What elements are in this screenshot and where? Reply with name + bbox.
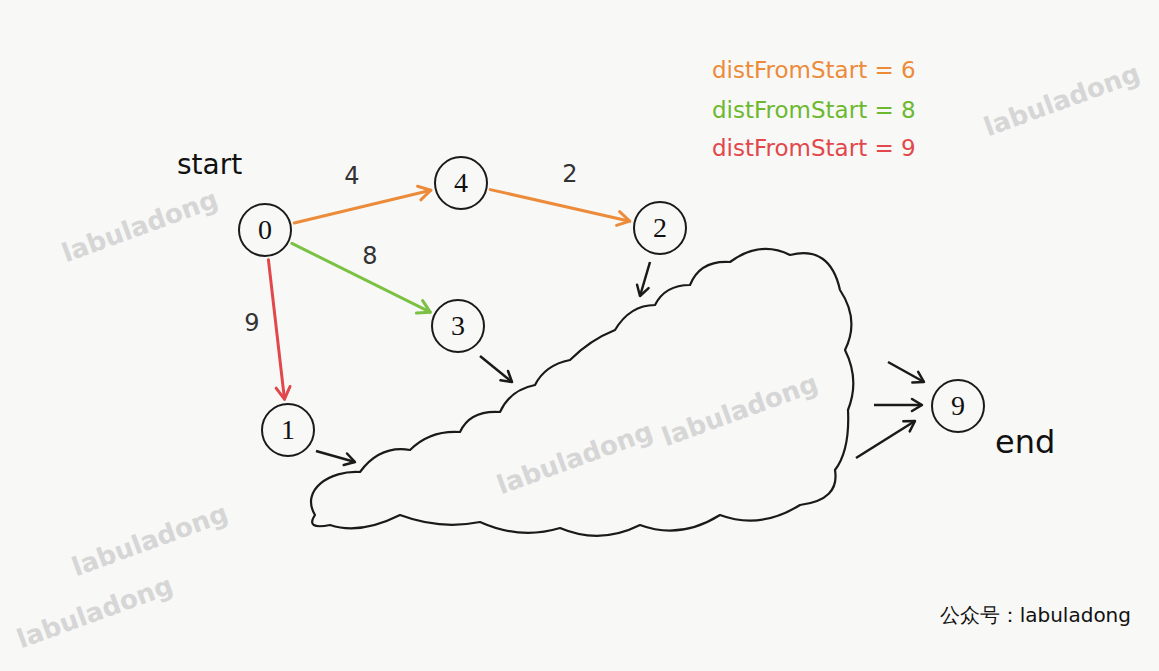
node-circle: 1 (261, 403, 315, 457)
arrow-from-cloud (888, 362, 924, 382)
node-heading: end (995, 425, 1055, 460)
arrow-into-cloud (480, 356, 512, 382)
node-number: 1 (281, 416, 295, 444)
weighted-edge (292, 243, 430, 312)
node-circle: 3 (431, 299, 485, 353)
node-number: 9 (951, 392, 965, 420)
watermark: labuladong (68, 499, 232, 582)
node-number: 4 (454, 169, 468, 197)
node-circle: start0 (238, 203, 292, 257)
watermark: labuladong (658, 369, 822, 452)
watermark: labuladong (58, 185, 222, 268)
node-circle: 4 (434, 156, 488, 210)
edge-weight: 9 (244, 310, 259, 336)
watermark: labuladong (980, 59, 1144, 142)
arrow-from-cloud (856, 421, 915, 458)
node-circle: 2 (633, 201, 687, 255)
arrow-into-cloud (640, 262, 650, 296)
node-number: 3 (451, 312, 465, 340)
node-heading: start (177, 150, 242, 181)
legend-text: distFromStart = 6 (712, 58, 916, 83)
edge-weight: 4 (344, 163, 359, 189)
legend-text: distFromStart = 9 (712, 136, 916, 161)
legend-text: distFromStart = 8 (712, 98, 916, 123)
footer-credit: 公众号：labuladong (940, 604, 1131, 626)
watermark: labuladong (493, 417, 657, 500)
weighted-edge (294, 190, 431, 223)
weighted-edge (268, 260, 284, 399)
arrow-from-cloud (874, 404, 922, 407)
node-number: 0 (258, 216, 272, 244)
node-number: 2 (653, 214, 667, 242)
arrow-into-cloud (316, 451, 355, 462)
edge-weight: 8 (362, 243, 377, 269)
watermark: labuladong (13, 571, 177, 654)
node-circle: 9end (931, 379, 985, 433)
edge-weight: 2 (562, 161, 577, 187)
weighted-edge (490, 190, 630, 222)
